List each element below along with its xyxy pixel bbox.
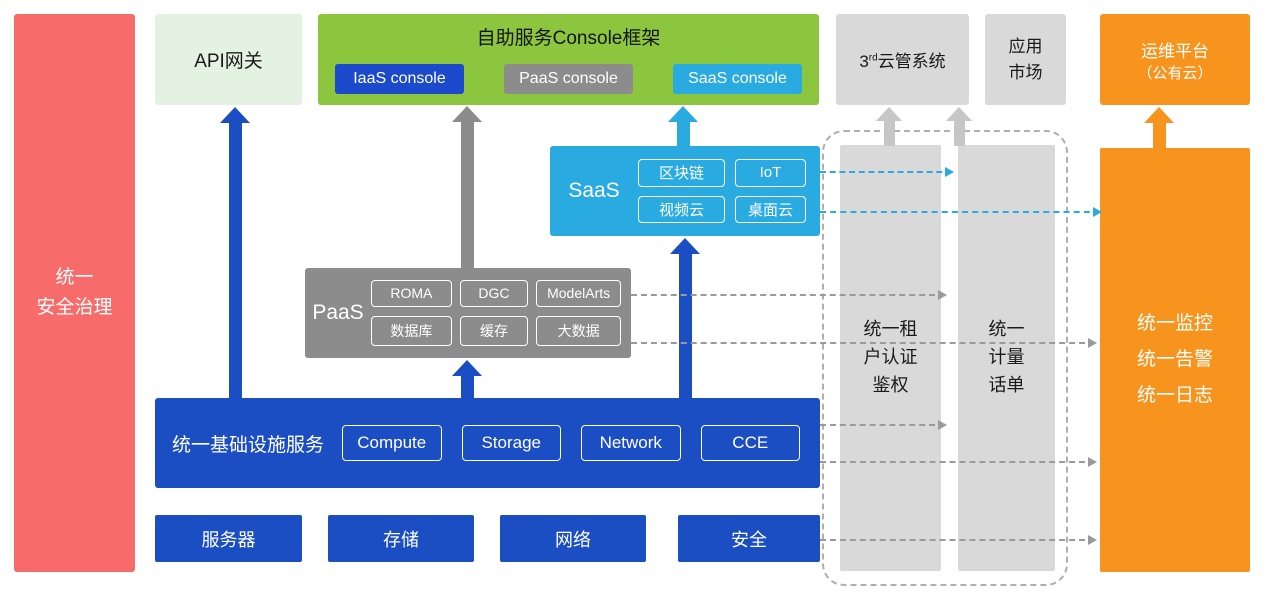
saas-item-video-cloud: 视频云 [638,195,725,223]
api-gateway-box: API网关 [155,14,302,105]
arrow-shaft [953,121,965,146]
arrow-shaft [460,376,474,399]
monitoring-alert-log-bar: 统一监控 统一告警 统一日志 [1100,148,1250,572]
infra-item-storage: Storage [461,425,561,461]
dashed-arrow-infra-to-monitoring [820,457,1097,467]
dashed-arrow-saas-to-billing [820,167,954,177]
saas-label: SaaS [568,179,620,202]
om-platform-box: 运维平台 （公有云） [1100,14,1250,105]
arrow-billing-to-third-party [946,107,972,146]
arrowhead [1144,107,1174,123]
dashed-arrow-infra-to-billing [820,420,947,430]
saas-item-blockchain: 区块链 [638,159,725,187]
arrowhead [670,238,700,254]
app-market-box: 应用 市场 [985,14,1066,105]
om-platform-label: 运维平台 （公有云） [1137,37,1212,83]
infrastructure-label: 统一基础设施服务 [172,434,325,456]
arrow-paas-to-console [452,106,482,269]
metering-billing-bar: 统一 计量 话单 [958,145,1055,571]
arrow-shaft [1152,123,1166,149]
paas-services: ROMA DGC ModelArts 数据库 缓存 大数据 [371,280,621,346]
infrastructure-layer: 统一基础设施服务 Compute Storage Network CCE [155,398,820,488]
om-platform-line1: 运维平台 [1140,41,1209,61]
arrow-shaft [460,122,474,269]
paas-label: PaaS [312,301,364,324]
saas-services: 区块链 IoT 视频云 桌面云 [638,159,806,223]
infra-item-compute: Compute [342,425,442,461]
arrow-shaft [883,121,895,146]
saas-console-button: SaaS console [673,64,802,94]
arrow-shaft [228,123,242,399]
console-frame-title: 自助服务Console框架 [476,28,661,49]
arrow-monitoring-to-om-platform [1144,107,1174,149]
hardware-network-box: 网络 [500,515,646,562]
saas-item-iot: IoT [734,159,806,187]
arrow-infra-to-api-gateway [220,107,250,399]
infrastructure-services: Compute Storage Network CCE [342,425,800,461]
security-governance-bar: 统一 安全治理 [14,14,135,572]
paas-item-bigdata: 大数据 [536,315,621,346]
infra-item-cce: CCE [700,425,800,461]
arrowhead [220,107,250,123]
hardware-server-box: 服务器 [155,515,302,562]
infra-item-network: Network [581,425,681,461]
dashed-arrow-hardware-to-monitoring [820,535,1097,545]
third-party-cloud-box: 3rd云管系统 [836,14,969,105]
arrow-infra-to-paas [452,360,482,399]
paas-console-button: PaaS console [504,64,633,94]
paas-item-roma: ROMA [371,280,452,307]
saas-layer: SaaS 区块链 IoT 视频云 桌面云 [550,146,820,236]
arrow-shaft [676,122,690,147]
paas-item-cache: 缓存 [459,315,529,346]
dashed-arrow-paas-to-monitoring [631,338,1097,348]
arrowhead [876,107,902,121]
paas-layer: PaaS ROMA DGC ModelArts 数据库 缓存 大数据 [305,268,631,358]
third-party-cloud-label: 3rd云管系统 [859,47,945,72]
hardware-storage-box: 存储 [328,515,474,562]
middleware-dashed-frame [822,130,1068,586]
dashed-arrow-saas-to-monitoring [820,207,1102,217]
arrow-infra-to-saas [670,238,700,399]
arrow-saas-to-console [668,106,698,147]
dashed-arrow-paas-to-billing [631,290,947,300]
iaas-console-button: IaaS console [335,64,464,94]
arrowhead [452,106,482,122]
om-platform-line2: （公有云） [1137,64,1213,82]
third-party-sup: rd [868,52,878,64]
arrowhead [946,107,972,121]
arrow-auth-to-third-party [876,107,902,146]
arrowhead [452,360,482,376]
console-buttons: IaaS console PaaS console SaaS console [335,64,802,94]
saas-item-desktop-cloud: 桌面云 [734,195,806,223]
arrow-shaft [678,254,692,399]
paas-item-database: 数据库 [371,315,452,346]
console-frame: 自助服务Console框架 IaaS console PaaS console … [318,14,819,105]
hardware-security-box: 安全 [678,515,820,562]
tenant-auth-bar: 统一租 户认证 鉴权 [840,145,941,571]
paas-item-modelarts: ModelArts [536,280,621,307]
paas-item-dgc: DGC [459,280,529,307]
third-party-base: 3 [859,52,869,71]
arrowhead [668,106,698,122]
third-party-rest: 云管系统 [877,52,946,71]
